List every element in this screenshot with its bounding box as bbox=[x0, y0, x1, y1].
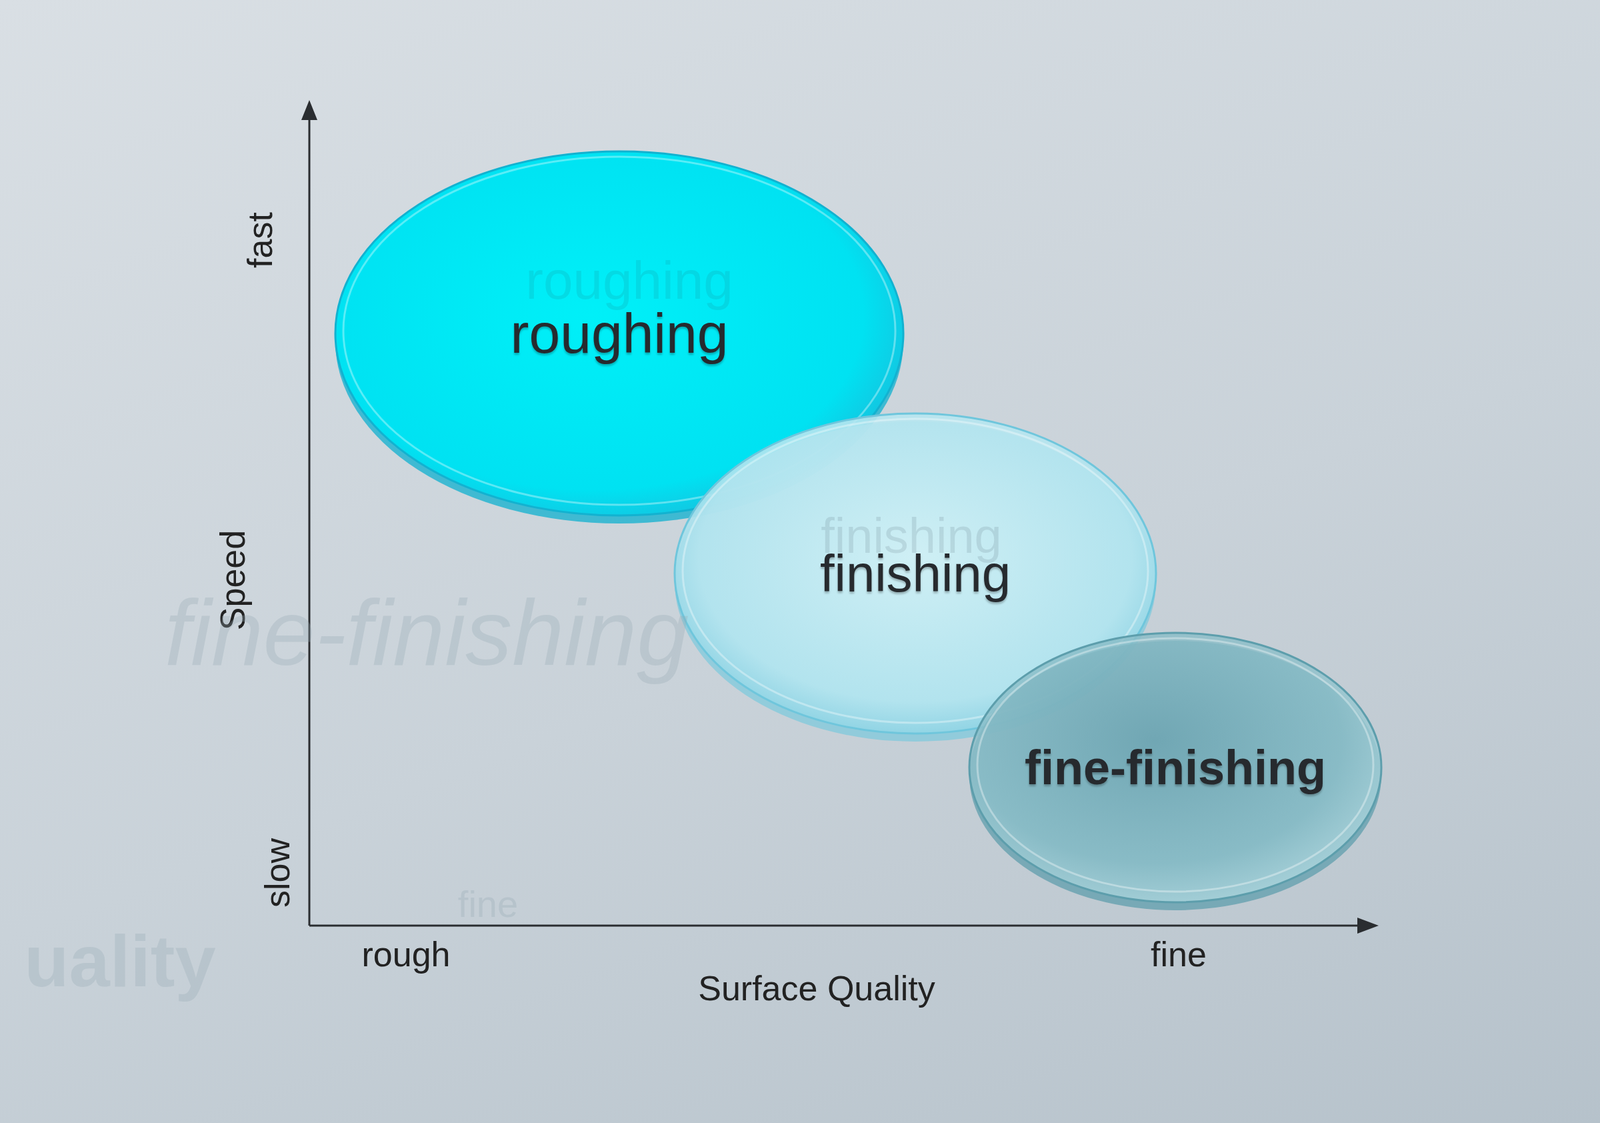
axis-tick: fast bbox=[240, 212, 280, 268]
stage-label: fine-finishing bbox=[1024, 740, 1326, 795]
fine-finishing-lens: fine-finishing bbox=[968, 631, 1383, 914]
axis-tick: slow bbox=[257, 838, 298, 908]
axis-tick: fine bbox=[1150, 934, 1207, 974]
x-axis bbox=[309, 924, 1360, 927]
ghost-watermark: uality bbox=[24, 918, 216, 1003]
stage-label: roughing bbox=[510, 301, 729, 366]
axis-tick: rough bbox=[362, 934, 451, 974]
lens-highlight bbox=[977, 638, 1374, 892]
x-arrowhead bbox=[1357, 917, 1379, 934]
ghost-watermark: fine bbox=[458, 882, 518, 926]
lens-face bbox=[969, 632, 1382, 902]
y-axis bbox=[308, 113, 311, 926]
ghost-watermark: fine-finishing bbox=[164, 578, 689, 687]
axis-title: Surface Quality bbox=[698, 968, 936, 1008]
y-arrowhead bbox=[301, 100, 318, 120]
reflection-watermark: roughing bbox=[525, 250, 733, 312]
reflection-watermark: finishing bbox=[820, 507, 1002, 564]
